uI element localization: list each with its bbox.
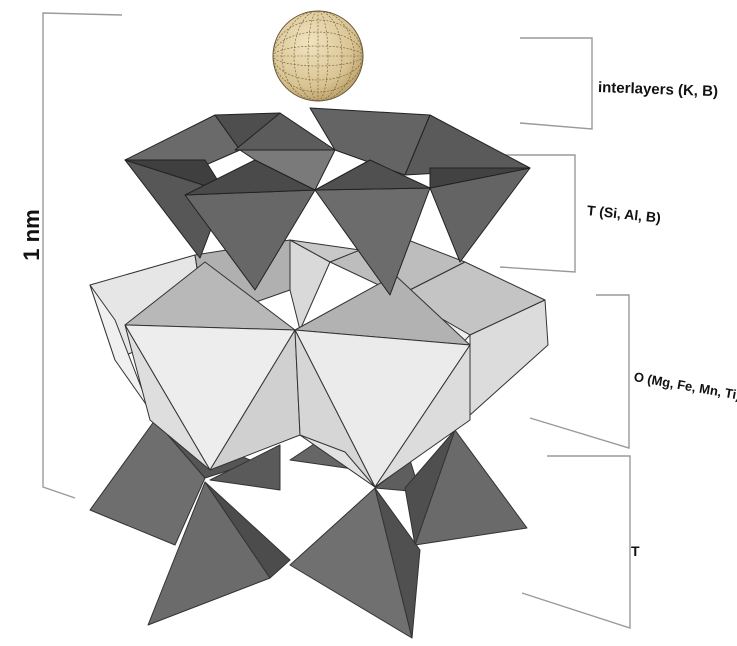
interlayer-cation-sphere <box>273 11 363 101</box>
tetrahedral-sheet-bottom <box>90 420 527 638</box>
bracket-interlayers <box>520 38 592 129</box>
tetrahedral-bottom-label: T <box>631 543 640 559</box>
scale-label: 1 nm <box>19 195 45 275</box>
bracket-scale <box>43 13 122 498</box>
bracket-tetrahedral-bottom <box>522 456 630 628</box>
